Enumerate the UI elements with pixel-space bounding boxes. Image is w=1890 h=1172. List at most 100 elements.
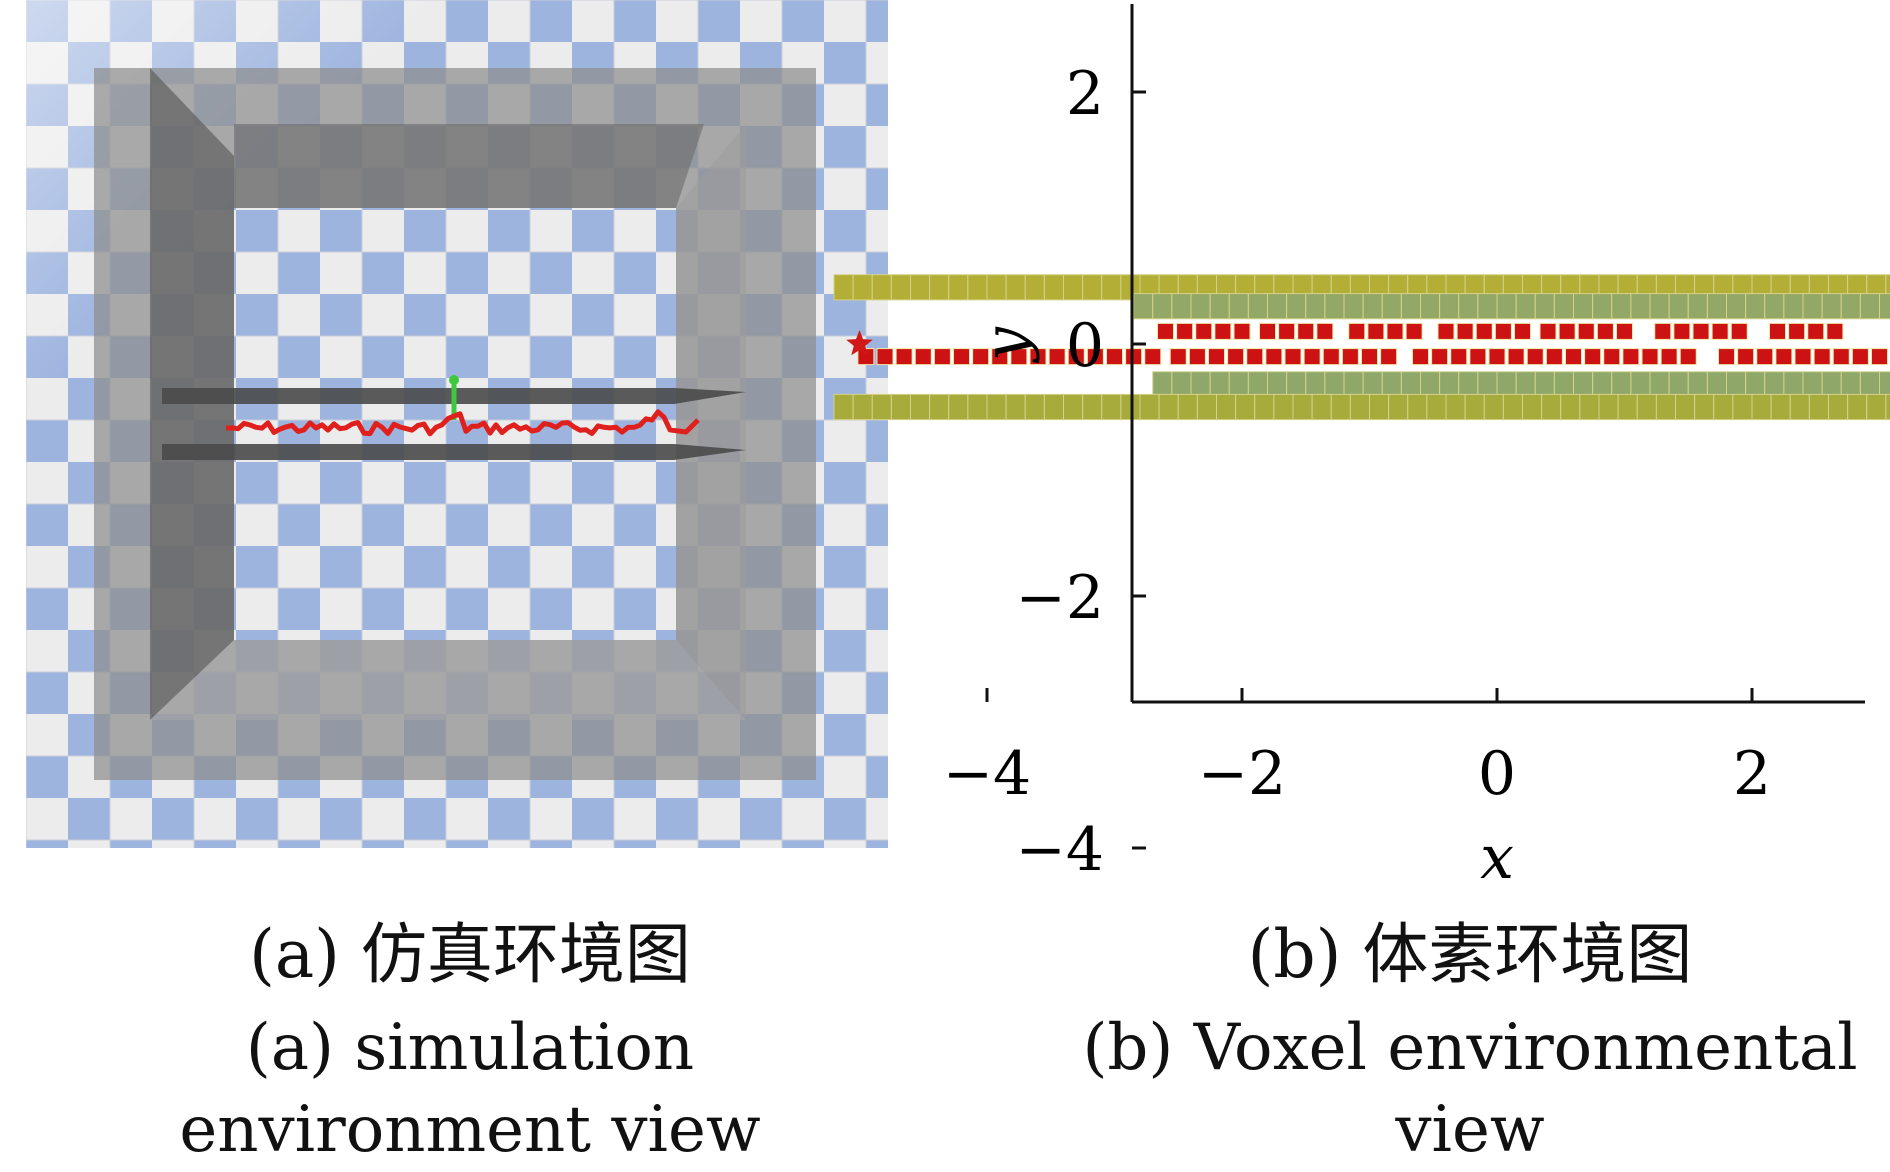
path-point [1585, 349, 1601, 365]
voxel-cell [1064, 394, 1083, 419]
voxel-cell [1287, 372, 1306, 397]
voxel-cell [872, 394, 891, 419]
voxel-cell [1370, 394, 1389, 419]
x-tick-label: 2 [1733, 739, 1771, 809]
voxel-cell [1860, 294, 1879, 319]
path-point [1304, 349, 1320, 365]
caption-b-english: (b) Voxel environmental view [1040, 1008, 1890, 1172]
voxel-cell [1867, 394, 1886, 419]
path-point [1170, 349, 1186, 365]
path-point [1470, 349, 1486, 365]
voxel-cell [1274, 394, 1293, 419]
voxel-cell [1306, 372, 1325, 397]
voxel-cell [1083, 275, 1102, 300]
voxel-cell [1344, 294, 1363, 319]
voxel-cell [1440, 372, 1459, 397]
voxel-cell [1210, 372, 1229, 397]
voxel-cell [1618, 394, 1637, 419]
voxel-cell [1516, 294, 1535, 319]
x-tick-label: 0 [1478, 739, 1516, 809]
path-point [1349, 323, 1365, 339]
voxel-cell [1382, 294, 1401, 319]
path-point [1852, 349, 1868, 365]
path-point [1827, 323, 1843, 339]
voxel-cell [1153, 294, 1172, 319]
path-point [915, 349, 931, 365]
voxel-cell [1746, 372, 1765, 397]
path-point [1247, 349, 1263, 365]
path-point [1546, 349, 1562, 365]
voxel-cell [834, 275, 853, 300]
path-point [1298, 323, 1314, 339]
path-point [1655, 323, 1671, 339]
x-tick-label: −2 [1198, 739, 1286, 809]
voxel-cell [1535, 294, 1554, 319]
voxel-cell [1401, 372, 1420, 397]
voxel-cell [1459, 294, 1478, 319]
path-point [1617, 323, 1633, 339]
voxel-cell [891, 394, 910, 419]
voxel-cell [1765, 372, 1784, 397]
path-point [1833, 349, 1849, 365]
path-point [1438, 323, 1454, 339]
voxel-cell [1478, 372, 1497, 397]
voxel-cell [1497, 372, 1516, 397]
voxel-cell [1771, 394, 1790, 419]
voxel-cell [891, 275, 910, 300]
voxel-cell [1006, 275, 1025, 300]
voxel-cell [1344, 372, 1363, 397]
voxel-cell [1210, 294, 1229, 319]
voxel-cell [1178, 394, 1197, 419]
voxel-cell [1268, 294, 1287, 319]
voxel-cell [1191, 372, 1210, 397]
voxel-cell [1733, 394, 1752, 419]
voxel-cell [1363, 372, 1382, 397]
voxel-cell [1841, 372, 1860, 397]
path-point [1260, 323, 1276, 339]
voxel-cell [1465, 394, 1484, 419]
voxel-cell [1542, 394, 1561, 419]
voxel-cell [1574, 372, 1593, 397]
voxel-cell [1121, 394, 1140, 419]
voxel-cell [1102, 275, 1121, 300]
voxel-cell [1350, 394, 1369, 419]
voxel-cell [1083, 394, 1102, 419]
path-point [1362, 349, 1378, 365]
voxel-cell [1784, 294, 1803, 319]
voxel-cell [1593, 294, 1612, 319]
voxel-cell [1841, 294, 1860, 319]
voxel-cell [1714, 394, 1733, 419]
voxel-cell [1650, 294, 1669, 319]
voxel-cell [1268, 372, 1287, 397]
voxel-cell [1746, 294, 1765, 319]
voxel-cell [1287, 294, 1306, 319]
voxel-cell [1006, 394, 1025, 419]
path-point [1317, 323, 1333, 339]
voxel-cell [1880, 294, 1890, 319]
voxel-cell [968, 394, 987, 419]
voxel-cell [1676, 394, 1695, 419]
voxel-cell [987, 275, 1006, 300]
voxel-cell [1363, 294, 1382, 319]
caption-b-chinese: (b) 体素环境图 [1090, 922, 1850, 988]
path-point [1266, 349, 1282, 365]
voxel-cell [1229, 294, 1248, 319]
voxel-cell [1153, 372, 1172, 397]
path-point [954, 349, 970, 365]
voxel-cell [1669, 372, 1688, 397]
voxel-cell [834, 394, 853, 419]
voxel-cell [949, 394, 968, 419]
path-point [1527, 349, 1543, 365]
path-point [1285, 349, 1301, 365]
path-point [896, 349, 912, 365]
path-point [1228, 349, 1244, 365]
path-point [1495, 323, 1511, 339]
voxel-cell [1656, 394, 1675, 419]
voxel-cell [1631, 372, 1650, 397]
voxel-cell [1727, 294, 1746, 319]
voxel-cell [1593, 372, 1612, 397]
path-point [1413, 349, 1429, 365]
voxel-cell [1803, 372, 1822, 397]
voxel-cell [1707, 294, 1726, 319]
voxel-cell [1459, 372, 1478, 397]
